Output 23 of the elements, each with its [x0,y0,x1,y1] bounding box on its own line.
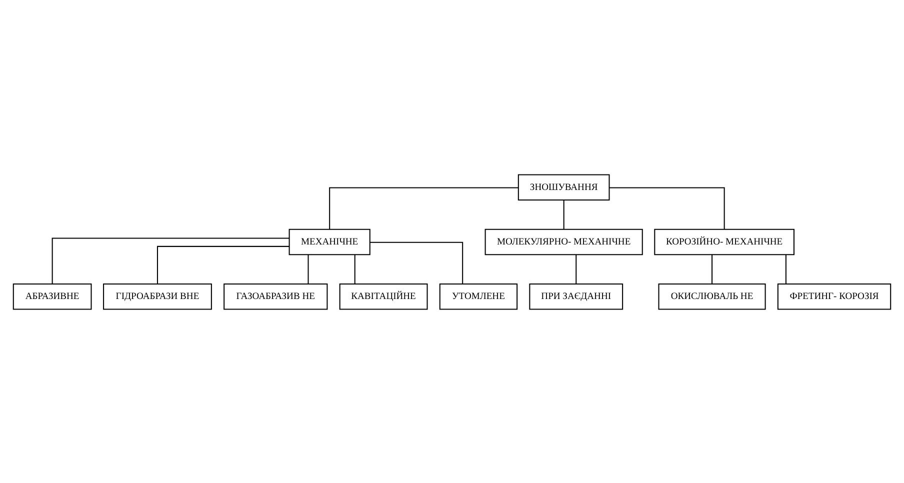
connector [354,254,356,284]
node-box: КАВІТАЦІЙНЕ [339,282,428,310]
node-box: ФРЕТИНГ- КОРОЗІЯ [777,282,892,310]
node-box: КОРОЗІЙНО- МЕХАНІЧНЕ [654,228,794,255]
connector [609,186,725,229]
connector [156,245,290,284]
node-box: ОКИСЛЮВАЛЬ НЕ [658,282,766,310]
node-box: ПРИ ЗАЄДАННІ [529,282,624,310]
connector [576,254,577,284]
connector [785,254,786,284]
node-box: ГІДРОАБРАЗИ ВНЕ [103,282,212,310]
connector [52,237,290,284]
connector [712,254,713,284]
connector [308,254,309,284]
node-box: МОЛЕКУЛЯРНО- МЕХАНІЧНЕ [484,228,643,255]
connector [563,200,564,229]
node-box: МЕХАНІЧНЕ [288,228,370,255]
node-box: АБРАЗИВНЕ [12,282,92,310]
connector [329,186,518,229]
node-box: ГАЗОАБРАЗИВ НЕ [224,282,328,310]
connector [370,241,464,284]
node-box: ЗНОШУВАННЯ [518,174,610,200]
node-box: УТОМЛЕНЕ [439,282,518,310]
